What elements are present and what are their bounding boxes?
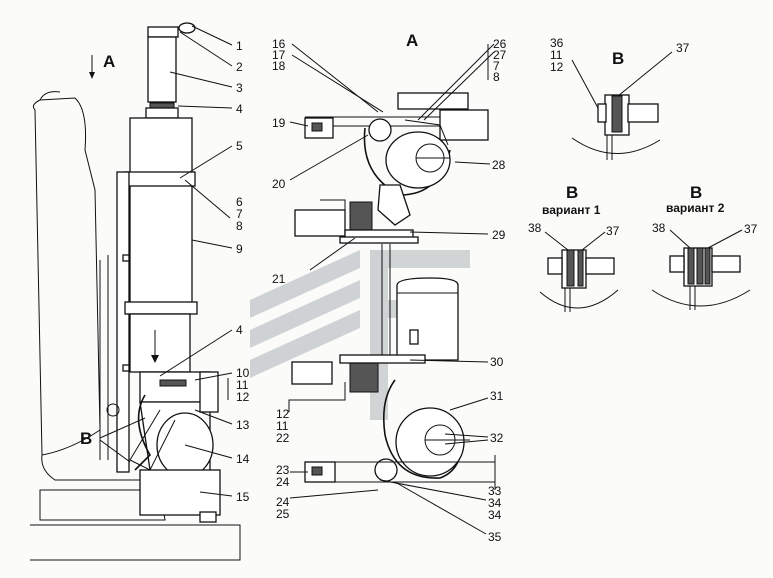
callout: 4	[236, 323, 243, 337]
filter-ring-lower	[395, 407, 465, 477]
view-b-title: В	[612, 49, 624, 68]
callout: 17	[272, 48, 286, 62]
view-arrow-label: А	[103, 52, 115, 71]
callout: 3	[236, 81, 243, 95]
main-callouts: 1 2 3 4 5 6 7 8 9 4 10 11 12 13 14 15	[236, 39, 250, 504]
callout: 31	[490, 389, 504, 403]
callout: 12	[276, 407, 290, 421]
callout: 10	[236, 366, 250, 380]
callout: 15	[236, 490, 250, 504]
pipe-cap	[147, 26, 179, 38]
callout-b-label: В	[80, 429, 92, 448]
callout: 38	[528, 221, 542, 235]
callout: 35	[488, 530, 502, 544]
filter-ring-upper	[385, 131, 451, 189]
callout: 12	[550, 60, 564, 74]
callout: 16	[272, 37, 286, 51]
main-leaders	[89, 25, 233, 497]
view-b-v2-detail	[651, 229, 751, 310]
callout: 22	[276, 431, 290, 445]
callout: 23	[276, 463, 290, 477]
callout: 5	[236, 139, 243, 153]
callout: 37	[606, 224, 620, 238]
callout: 37	[676, 41, 690, 55]
view-b-v1-detail	[539, 231, 619, 312]
callout: 24	[276, 475, 290, 489]
main-view	[30, 22, 241, 561]
callout: 19	[272, 116, 286, 130]
callout: 21	[272, 272, 286, 286]
callout: 24	[276, 495, 290, 509]
callout: 18	[272, 59, 286, 73]
clamp-5	[124, 171, 196, 187]
clamp-4	[149, 102, 175, 109]
callout: 34	[488, 508, 502, 522]
main-pipe	[129, 117, 193, 311]
callout: 11	[550, 48, 563, 62]
callout: 7	[493, 59, 500, 73]
callout: 27	[493, 48, 507, 62]
callout: 1	[236, 39, 243, 53]
upper-pipe	[147, 36, 177, 103]
callout: 36	[550, 36, 564, 50]
variant2-label: вариант 2	[666, 201, 725, 215]
callout: 12	[236, 390, 250, 404]
callout: 2	[236, 60, 243, 74]
callout: 11	[236, 378, 249, 392]
view-a-title: А	[406, 31, 418, 50]
callout: 13	[236, 418, 250, 432]
view-a	[291, 92, 496, 490]
callout: 34	[488, 496, 502, 510]
watermark-logo	[250, 250, 470, 420]
callout: 14	[236, 452, 250, 466]
callout: 26	[493, 37, 507, 51]
callout: 29	[492, 228, 506, 242]
variant1-label: вариант 1	[542, 203, 601, 217]
callout: 32	[490, 431, 504, 445]
clamp-lower	[124, 301, 198, 315]
callout: 30	[490, 355, 504, 369]
callout: 8	[236, 219, 243, 233]
callout: 33	[488, 484, 502, 498]
view-a-callouts: 16 17 18 26 27 7 8 19 20 21 28 29 30 12 …	[272, 37, 507, 544]
view-a-leaders	[288, 43, 495, 535]
view-b-detail	[571, 51, 673, 160]
view-b-v2-title: В	[690, 183, 702, 202]
callout: 20	[272, 177, 286, 191]
callout: 8	[493, 70, 500, 84]
callout: 25	[276, 507, 290, 521]
callout: 38	[652, 221, 666, 235]
callout: 7	[236, 207, 243, 221]
callout: 9	[236, 242, 243, 256]
cap-knob	[178, 22, 196, 34]
callout: 28	[492, 158, 506, 172]
view-b-v1-title: В	[566, 183, 578, 202]
callout: 11	[276, 419, 289, 433]
callout: 6	[236, 195, 243, 209]
callout: 4	[236, 102, 243, 116]
bracket	[116, 171, 130, 473]
callout: 37	[744, 222, 758, 236]
